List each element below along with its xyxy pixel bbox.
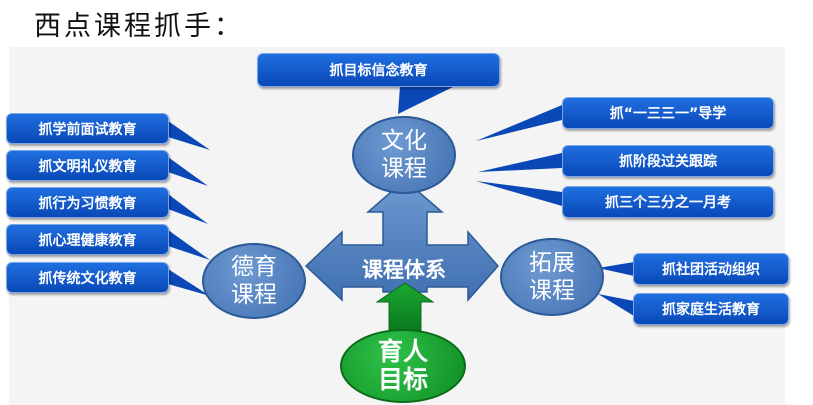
moral-course-node: 德育 课程 (202, 243, 306, 319)
moral-item: 抓传统文化教育 (6, 262, 169, 293)
callout-tail (168, 121, 210, 150)
callout-tail (476, 105, 562, 141)
moral-item: 抓文明礼仪教育 (6, 150, 169, 181)
callout-tail (598, 294, 634, 316)
callout-tail (598, 262, 634, 276)
center-label: 课程体系 (362, 258, 446, 282)
expand-item: 抓社团活动组织 (633, 253, 789, 285)
culture-item: 抓阶段过关跟踪 (562, 145, 774, 177)
expand-course-node: 拓展 课程 (500, 238, 604, 316)
education-goal-node: 育人 目标 (340, 329, 466, 403)
moral-item: 抓行为习惯教育 (6, 187, 169, 218)
callout-tail (168, 194, 208, 224)
green-up-arrow (375, 282, 435, 331)
page-title: 西点课程抓手： (34, 11, 244, 42)
moral-item: 抓学前面试教育 (6, 113, 169, 144)
culture-item: 抓“一三三一”导学 (562, 97, 774, 129)
expand-item: 抓家庭生活教育 (633, 293, 789, 325)
callout-tail (476, 181, 562, 206)
culture-item: 抓目标信念教育 (257, 53, 500, 87)
callout-tail (168, 230, 210, 260)
callout-tail (478, 153, 562, 172)
culture-item: 抓三个三分之一月考 (562, 186, 774, 218)
callout-tail (398, 86, 455, 114)
callout-tail (168, 157, 208, 186)
moral-item: 抓心理健康教育 (6, 224, 169, 255)
callout-tail (168, 269, 210, 296)
culture-course-node: 文化 课程 (352, 116, 456, 194)
cross-arrow (304, 179, 500, 302)
